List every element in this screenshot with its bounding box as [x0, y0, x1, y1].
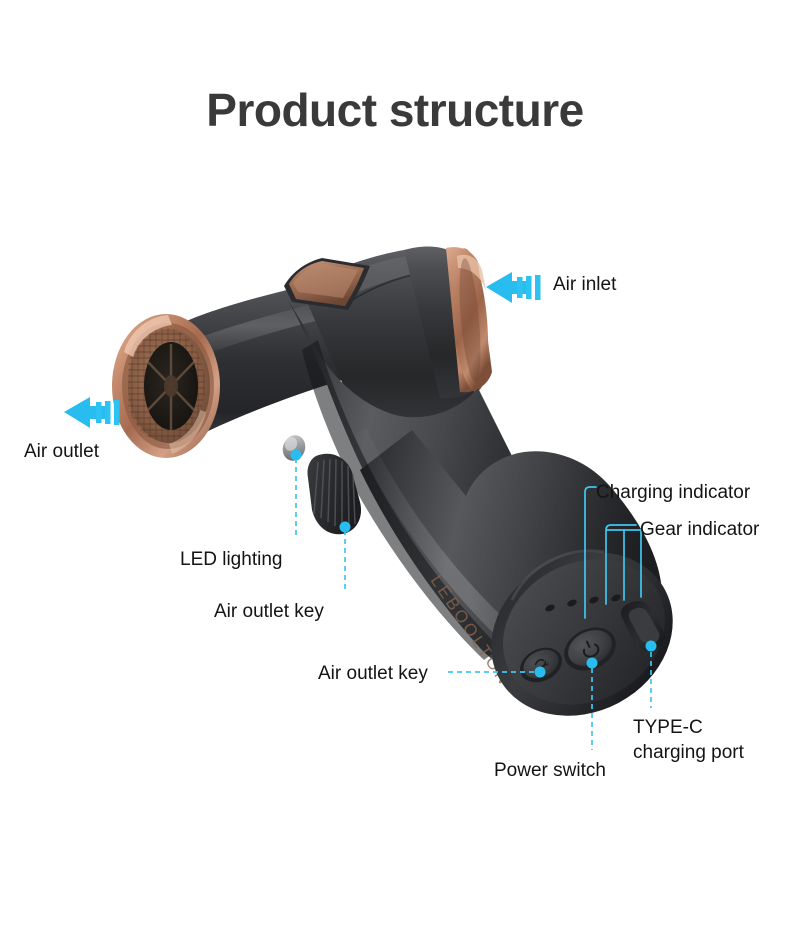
- power-switch-button[interactable]: [557, 619, 623, 679]
- callout-label-led-lighting: LED lighting: [180, 549, 283, 570]
- gear-indicator-dot: [545, 604, 555, 612]
- type-c-leader: [645, 640, 657, 708]
- power-icon: [582, 640, 600, 658]
- outlet-ring-highlight-2: [169, 410, 206, 454]
- air-inlet-arrow-tail-1: [517, 277, 523, 298]
- air-outlet-assembly: [112, 283, 356, 458]
- type-c-port-cavity: [628, 607, 660, 645]
- type-c-port[interactable]: [619, 597, 667, 654]
- air-inlet-assembly: [404, 246, 492, 399]
- air-outlet-key-cap: [523, 649, 559, 679]
- air-inlet-arrow-tail-2: [526, 276, 532, 299]
- gear-indicator-leader-lines: [605, 524, 642, 605]
- copper-badge-plate: [284, 258, 370, 310]
- callout-label-air-outlet-key-bottom: Air outlet key: [318, 663, 428, 684]
- type-c-label-line-1: TYPE-C: [633, 717, 703, 738]
- outlet-barrel-highlight: [178, 296, 356, 362]
- air-outlet-key-bottom-button[interactable]: [514, 641, 568, 689]
- handle-controls: [282, 435, 362, 535]
- handle-left-shadow: [302, 340, 500, 660]
- air-outlet-arrow: [64, 397, 120, 428]
- callout-label-power-switch: Power switch: [494, 760, 606, 781]
- bottom-face-arc-highlight: [510, 549, 605, 601]
- air-outlet-key-top-leader: [339, 521, 351, 590]
- callout-label-air-outlet-key-top: Air outlet key: [214, 601, 324, 622]
- air-outlet-key-top-marker-dot: [339, 521, 351, 533]
- air-outlet-key-bottom-leader: [448, 666, 546, 678]
- gear-indicator-dots: [545, 594, 621, 612]
- page-title: Product structure: [206, 84, 584, 136]
- air-outlet-arrow-head: [64, 397, 108, 428]
- led-lighting-leader: [290, 449, 302, 538]
- led-lighting-glint: [284, 437, 298, 451]
- callout-label-air-outlet: Air outlet: [24, 441, 99, 462]
- air-inlet-arrow-tail-3: [535, 275, 541, 300]
- charging-indicator-leader-line: [584, 486, 597, 619]
- gear-indicator-dot: [589, 596, 599, 604]
- air-outlet-key-ribs: [313, 458, 356, 529]
- fan-hub: [164, 375, 178, 397]
- gear-indicator-dot: [611, 594, 621, 602]
- callout-label-type-c-charging-port: TYPE-C charging port: [633, 715, 783, 765]
- inlet-ring-shade: [459, 258, 481, 382]
- air-outlet-key-bottom-marker-dot: [534, 666, 546, 678]
- air-inlet-arrow-head: [486, 272, 530, 303]
- badge-highlight: [293, 264, 358, 298]
- power-switch-marker-dot: [586, 657, 598, 669]
- air-outlet-arrow-tail-1: [96, 402, 102, 423]
- gear-indicator-dot: [567, 599, 577, 607]
- callout-label-air-inlet: Air inlet: [553, 274, 617, 295]
- air-outlet-arrow-tail-2: [105, 401, 111, 424]
- air-inlet-ring-face: [451, 248, 489, 392]
- type-c-marker-dot: [645, 640, 657, 652]
- callout-label-gear-indicator: Gear indicator: [640, 519, 760, 540]
- inlet-ring-highlight: [457, 254, 486, 290]
- led-lighting-marker-dot: [290, 449, 302, 461]
- power-switch-leader: [586, 657, 598, 750]
- type-c-label-line-2: charging port: [633, 742, 744, 763]
- air-outlet-arrow-tail-3: [114, 400, 120, 425]
- callout-label-charging-indicator: Charging indicator: [596, 482, 751, 503]
- air-inlet-arrow: [486, 272, 541, 303]
- outlet-ring-highlight: [124, 315, 172, 357]
